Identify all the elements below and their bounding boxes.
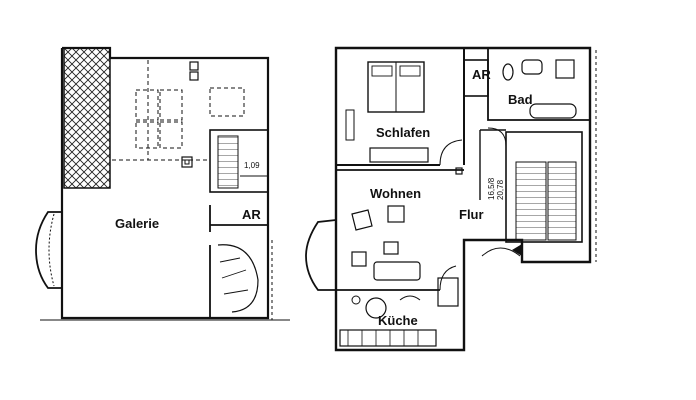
room-label-flur: Flur [459,207,484,222]
room-label-wohnen: Wohnen [370,186,421,201]
left-floor-plan [35,46,290,321]
stair-dim-a: 16,5/8 [487,177,496,200]
stair-dim-b: 20,78 [496,179,505,200]
kitchen-counter [339,329,437,347]
flur-stairwell [505,131,583,243]
sink [521,59,543,75]
right-bay-window [305,219,337,291]
left-lower-stair [217,244,259,313]
wohnen-walls [336,169,464,291]
bathtub [529,103,577,119]
room-label-bad: Bad [508,92,533,107]
kitchen-table [365,297,387,319]
dimension-label: 1,09 [244,161,260,170]
right-floor-plan [305,46,597,352]
room-label-galerie: Galerie [115,216,159,231]
room-label-ar-left: AR [242,207,261,222]
balcony-hatched [63,47,111,189]
room-label-kueche: Küche [378,313,418,328]
chair-1 [351,209,373,231]
chair-2 [387,205,405,223]
toilet [502,63,514,81]
sofa [373,261,421,281]
table [383,241,399,255]
bad-walls [487,48,590,121]
room-label-ar-right: AR [472,67,491,82]
room-label-schlafen: Schlafen [376,125,430,140]
left-stairwell [209,129,269,193]
skylights [112,60,245,161]
left-bay-window [35,211,62,289]
armchair [351,251,367,267]
wardrobe [369,147,429,163]
door-arc-schlafen [439,139,463,166]
door-arc-bad [487,127,507,147]
entry-arrow [512,244,522,256]
door-arc-entry [481,247,521,257]
